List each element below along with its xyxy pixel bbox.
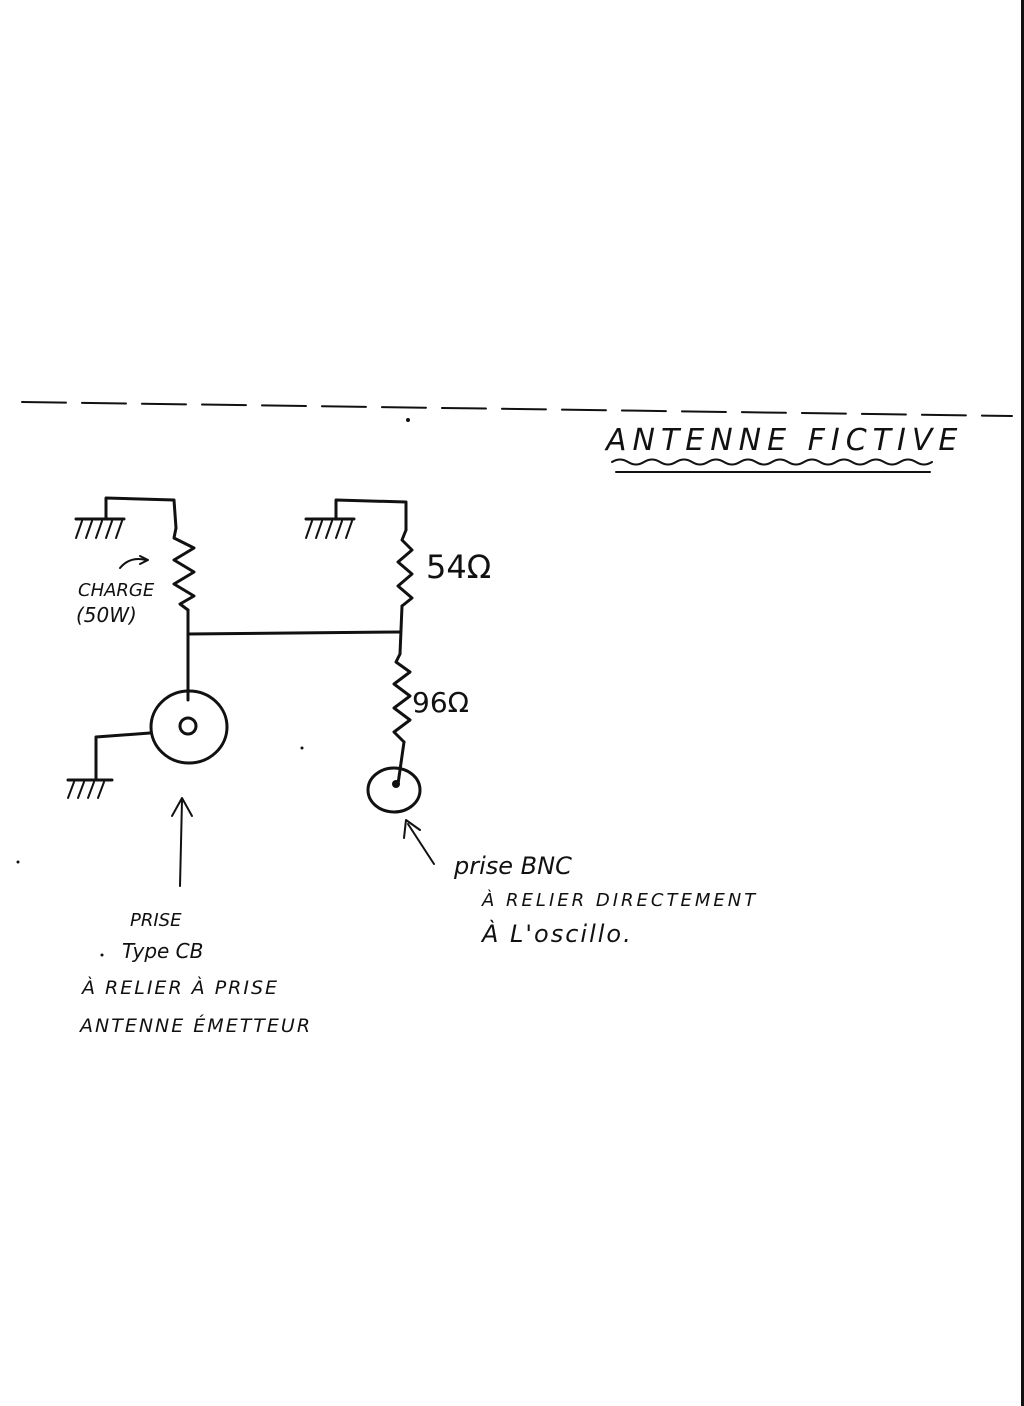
load-label: CHARGE <box>78 580 155 601</box>
cb-pointer-arrow <box>179 799 183 887</box>
r54-to-r96-wire <box>398 604 404 656</box>
resistor-96-ohm <box>392 652 412 744</box>
bnc-label-line1: prise BNC <box>453 852 572 880</box>
bnc-pointer-arrowhead <box>403 819 421 839</box>
load-label-arrow <box>119 558 147 569</box>
bnc-label-line3: À L'oscillo. <box>480 919 633 948</box>
cb-label-line2: Type CB <box>122 939 203 963</box>
ground-symbol-top-left <box>74 517 126 539</box>
resistor-54-ohm <box>396 528 414 608</box>
title-underline-wavy <box>611 458 933 466</box>
cb-label-line3: À RELIER À PRISE <box>80 976 279 999</box>
fold-dashed-line <box>21 401 1013 417</box>
cb-connector <box>149 689 229 765</box>
resistor-96-label: 96Ω <box>412 686 469 719</box>
cb-label-line1: PRISE <box>130 910 182 931</box>
ground-symbol-bottom-left <box>66 778 114 799</box>
load-label-arrowhead <box>139 555 149 565</box>
cb-label-line4: ANTENNE ÉMETTEUR <box>78 1014 312 1037</box>
cb-pointer-arrowhead <box>171 797 193 817</box>
load-power-label: (50W) <box>76 603 137 627</box>
scan-speck <box>100 953 104 957</box>
bnc-connector <box>366 766 422 814</box>
resistor-54-label: 54Ω <box>426 548 491 586</box>
scan-speck <box>300 746 304 750</box>
load-resistor <box>172 526 196 612</box>
r54-ground-wire <box>334 498 408 532</box>
cb-shield-ground-wire <box>94 731 152 782</box>
r96-to-bnc-wire <box>396 740 406 786</box>
scan-speck <box>406 418 410 422</box>
scan-edge-shadow <box>1021 0 1024 1406</box>
ground-symbol-top-right <box>304 517 356 539</box>
junction-wire <box>186 630 402 636</box>
scan-speck <box>16 860 20 864</box>
bnc-label-line2: À RELIER DIRECTEMENT <box>481 889 758 911</box>
bnc-pointer-arrow <box>407 823 435 865</box>
diagram-title: ANTENNE FICTIVE <box>604 423 963 458</box>
load-ground-wire <box>104 496 178 530</box>
